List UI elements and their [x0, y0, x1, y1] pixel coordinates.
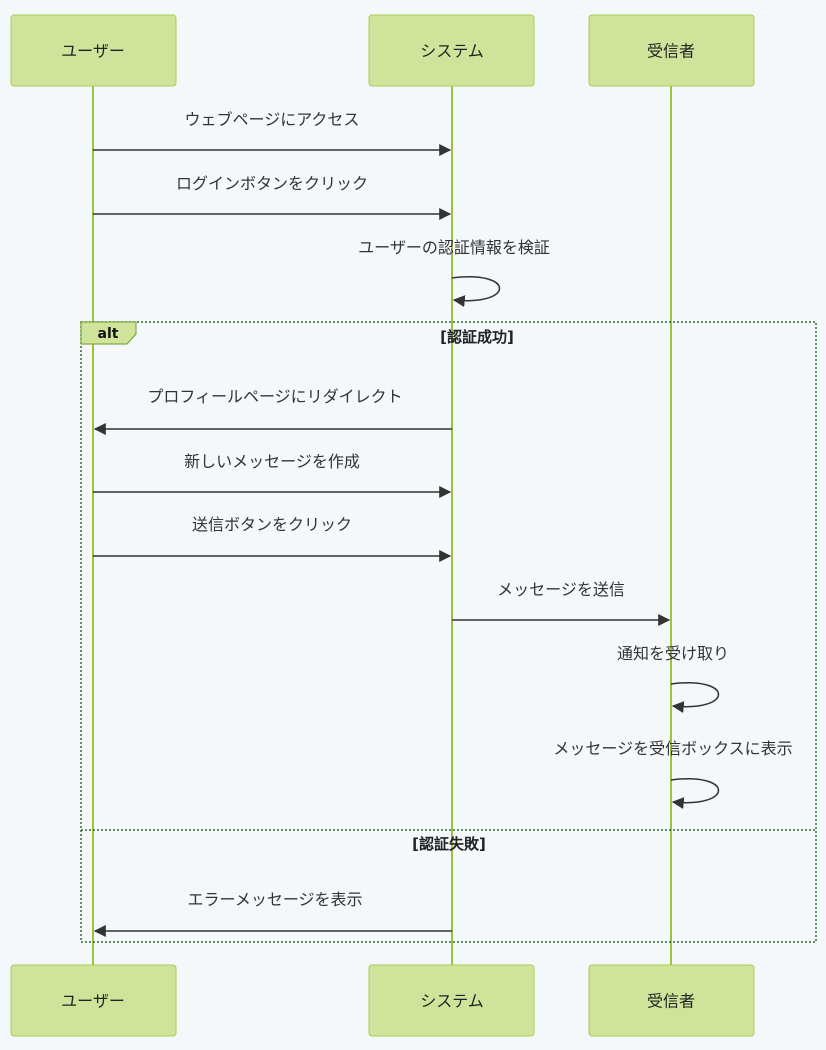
- self-message-arrow: [670, 682, 720, 714]
- actor-label-system: システム: [420, 42, 484, 61]
- actor-label-recipient: 受信者: [647, 42, 695, 61]
- message-label: 通知を受け取り: [617, 644, 729, 663]
- alt-frame-label-box: [80, 321, 137, 345]
- actor-label-recipient-bottom: 受信者: [647, 992, 695, 1011]
- actors-bottom: ユーザー システム 受信者: [10, 964, 755, 1037]
- messages: ウェブページにアクセス ログインボタンをクリック ユーザーの認証情報を検証 プロ…: [93, 110, 793, 937]
- message-label: ログインボタンをクリック: [176, 174, 368, 193]
- actor-label-user: ユーザー: [61, 42, 125, 61]
- message-label: メッセージを送信: [497, 580, 625, 599]
- alt-condition-success: [認証成功]: [440, 328, 514, 346]
- message-label: 新しいメッセージを作成: [184, 452, 360, 471]
- alt-condition-failure: [認証失敗]: [412, 835, 486, 853]
- actor-box-user-bottom[interactable]: [10, 964, 177, 1037]
- message-label: ウェブページにアクセス: [185, 110, 360, 129]
- alt-frame: alt [認証成功] [認証失敗]: [80, 321, 817, 943]
- actor-label-system-bottom: システム: [420, 992, 484, 1011]
- alt-frame-border: [80, 321, 817, 943]
- actor-box-recipient-bottom[interactable]: [588, 964, 755, 1037]
- actor-box-system-bottom[interactable]: [368, 964, 535, 1037]
- self-message-arrow: [451, 276, 501, 308]
- self-message-arrow: [670, 778, 720, 810]
- actors-top: ユーザー システム 受信者: [10, 14, 755, 87]
- actor-box-system[interactable]: [368, 14, 535, 87]
- alt-frame-label: alt: [98, 326, 119, 342]
- message-label: 送信ボタンをクリック: [192, 515, 352, 534]
- message-label: エラーメッセージを表示: [187, 890, 362, 909]
- actor-label-user-bottom: ユーザー: [61, 992, 125, 1011]
- message-label: ユーザーの認証情報を検証: [358, 238, 550, 257]
- lifelines: [92, 86, 672, 965]
- message-label: プロフィールページにリダイレクト: [147, 387, 402, 406]
- actor-box-recipient[interactable]: [588, 14, 755, 87]
- message-label: メッセージを受信ボックスに表示: [553, 739, 792, 758]
- actor-box-user[interactable]: [10, 14, 177, 87]
